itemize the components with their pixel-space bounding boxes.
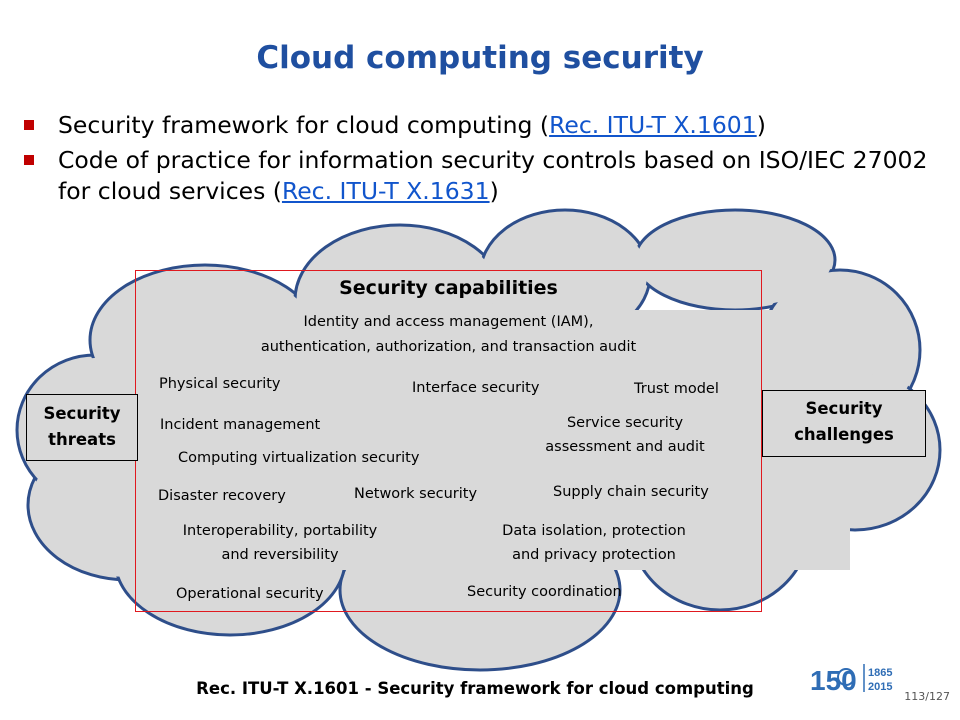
iam-capability: Identity and access management (IAM), au… — [135, 310, 762, 359]
slide-title: Cloud computing security — [256, 40, 704, 76]
security-challenges-line2: challenges — [794, 425, 894, 444]
network-security-label: Network security — [354, 486, 478, 502]
diagram-caption-text: Rec. ITU-T X.1601 - Security framework f… — [196, 679, 754, 698]
incident-management-label: Incident management — [160, 417, 321, 433]
security-challenges-box: Security challenges — [762, 390, 926, 457]
logo-year-bottom: 2015 — [868, 681, 892, 693]
interface-security-label: Interface security — [412, 380, 540, 396]
iam-line1: Identity and access management (IAM), — [303, 314, 594, 330]
bullet-item: Code of practice for information securit… — [24, 145, 944, 207]
capabilities-title: Security capabilities — [339, 277, 558, 299]
data-isolation-capability: Data isolation, protection and privacy p… — [478, 519, 710, 567]
isolation-line2: and privacy protection — [512, 547, 676, 563]
security-challenges-line1: Security — [805, 399, 883, 418]
bullet-text-end: ) — [489, 177, 499, 205]
service-line1: Service security — [566, 415, 684, 431]
bullet-list: Security framework for cloud computing (… — [24, 110, 944, 211]
disaster-recovery-label: Disaster recovery — [158, 488, 286, 504]
bullet-text: Security framework for cloud computing ( — [58, 111, 550, 139]
interop-line1: Interoperability, portability — [182, 523, 378, 539]
security-coordination-label: Security coordination — [467, 584, 622, 600]
isolation-line1: Data isolation, protection — [502, 523, 686, 539]
logo-year-top: 1865 — [868, 667, 892, 679]
physical-security-label: Physical security — [159, 376, 281, 392]
itu-150-logo-icon: 150 1865 2015 — [810, 664, 892, 696]
interop-line2: and reversibility — [221, 547, 339, 563]
service-security-capability: Service security assessment and audit — [520, 411, 730, 459]
rec-x1601-link[interactable]: Rec. ITU-T X.1601 — [549, 111, 757, 139]
diagram-caption: Rec. ITU-T X.1601 - Security framework f… — [0, 679, 960, 698]
security-threats-box: Security threats — [26, 394, 138, 461]
bullet-text-end: ) — [756, 111, 766, 139]
trust-model-label: Trust model — [634, 381, 719, 397]
security-threats-line1: Security — [43, 404, 121, 423]
virtualization-security-label: Computing virtualization security — [178, 450, 420, 466]
interoperability-capability: Interoperability, portability and revers… — [160, 519, 400, 567]
bullet-square-icon — [24, 120, 34, 130]
bullet-text: Code of practice for information securit… — [58, 146, 928, 205]
supply-chain-security-label: Supply chain security — [553, 484, 709, 500]
operational-security-label: Operational security — [176, 586, 324, 602]
security-threats-line2: threats — [48, 430, 116, 449]
service-line2: assessment and audit — [545, 439, 705, 455]
rec-x1631-link[interactable]: Rec. ITU-T X.1631 — [281, 177, 490, 205]
iam-line2: authentication, authorization, and trans… — [260, 339, 637, 355]
bullet-square-icon — [24, 155, 34, 165]
bullet-item: Security framework for cloud computing (… — [24, 110, 944, 141]
page-number: 113/127 — [904, 690, 950, 703]
